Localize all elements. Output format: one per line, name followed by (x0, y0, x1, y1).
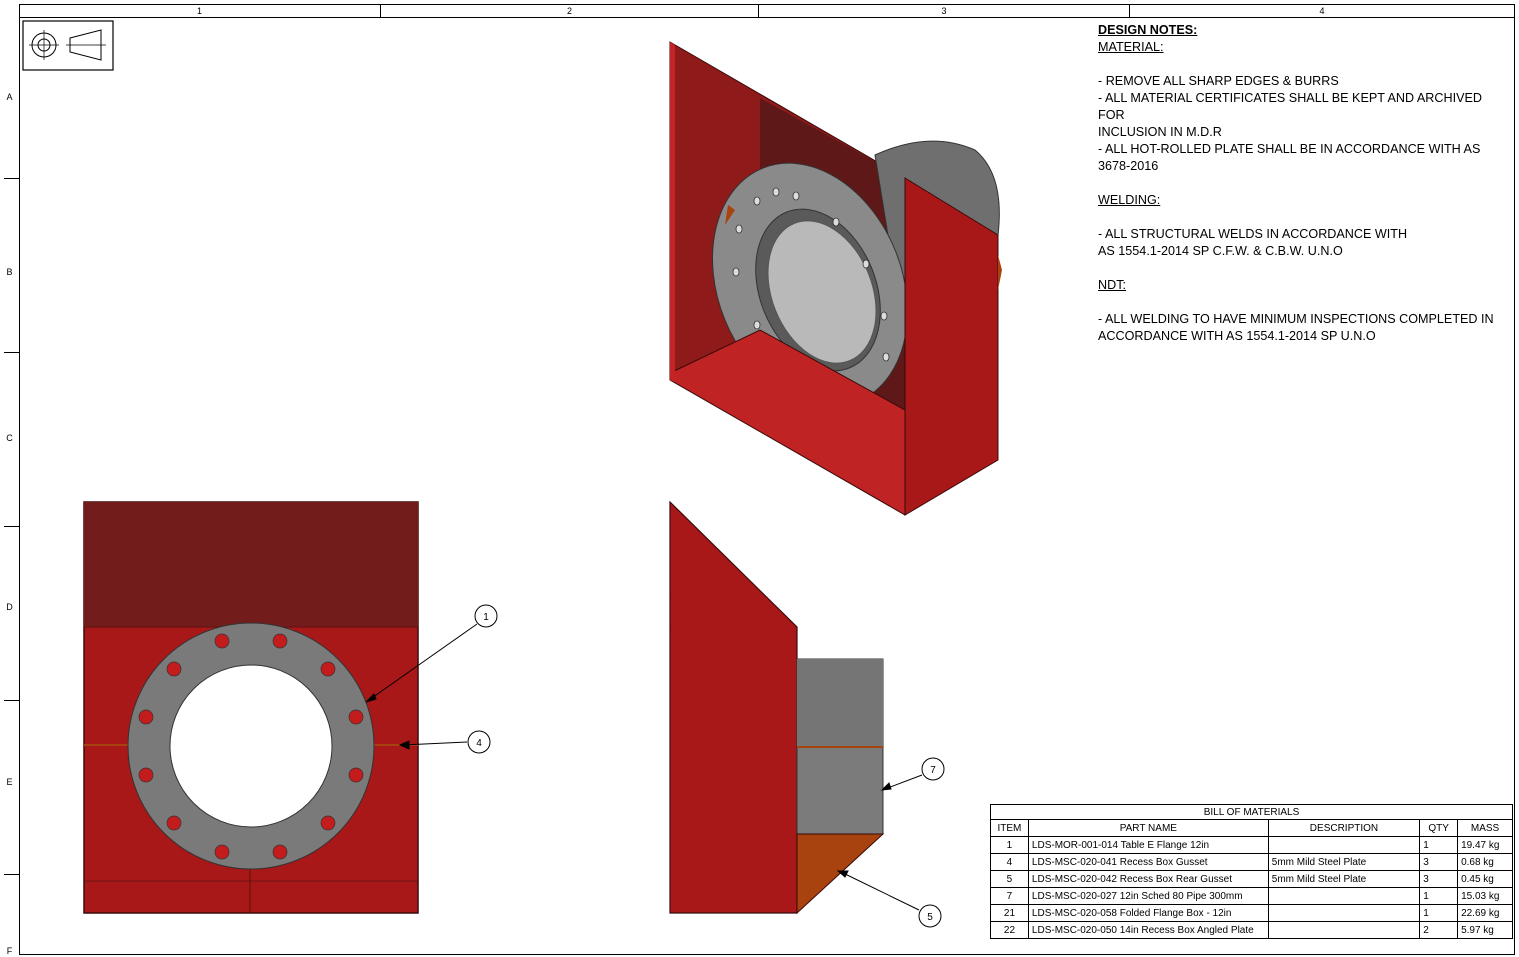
bom-header-item: ITEM (990, 819, 1029, 837)
balloon-5-label: 5 (927, 912, 933, 923)
zone-4: 4 (1130, 4, 1515, 18)
zone-2: 2 (381, 4, 759, 18)
balloon-5: 5 (918, 904, 942, 928)
welding-note: AS 1554.1-2014 SP C.F.W. & C.B.W. U.N.O (1098, 244, 1343, 258)
bom-item: 21 (990, 904, 1029, 922)
front-view (83, 501, 419, 914)
bom-item: 5 (990, 870, 1029, 888)
bom-part-name: LDS-MSC-020-050 14in Recess Box Angled P… (1027, 921, 1269, 939)
welding-note: - ALL STRUCTURAL WELDS IN ACCORDANCE WIT… (1098, 227, 1408, 241)
bom-qty: 1 (1419, 904, 1459, 922)
bom-item: 1 (990, 836, 1029, 854)
table-row: 21 LDS-MSC-020-058 Folded Flange Box - 1… (990, 904, 1513, 922)
bom-header-part-name: PART NAME (1027, 819, 1269, 837)
zone-b: B (6, 267, 13, 277)
table-row: 5 LDS-MSC-020-042 Recess Box Rear Gusset… (990, 870, 1513, 888)
table-row: 4 LDS-MSC-020-041 Recess Box Gusset 5mm … (990, 853, 1513, 871)
balloon-7-label: 7 (930, 765, 936, 776)
zone-f: F (6, 946, 13, 956)
balloon-4: 4 (467, 730, 491, 754)
balloon-7: 7 (921, 757, 945, 781)
welding-heading: WELDING: (1098, 193, 1161, 207)
zone-divider (4, 874, 19, 875)
bom-item: 22 (990, 921, 1029, 939)
isometric-view (669, 41, 1002, 516)
design-notes: DESIGN NOTES: MATERIAL: - REMOVE ALL SHA… (1098, 22, 1508, 345)
bom-qty: 1 (1419, 836, 1459, 854)
bill-of-materials: BILL OF MATERIALS ITEM PART NAME DESCRIP… (990, 804, 1513, 939)
balloon-4-label: 4 (476, 738, 482, 749)
zone-3: 3 (759, 4, 1130, 18)
zone-divider (4, 526, 19, 527)
bom-mass: 15.03 kg (1457, 887, 1513, 905)
side-view (669, 500, 885, 915)
bom-mass: 22.69 kg (1457, 904, 1513, 922)
table-row: 7 LDS-MSC-020-027 12in Sched 80 Pipe 300… (990, 887, 1513, 905)
ndt-note: - ALL WELDING TO HAVE MINIMUM INSPECTION… (1098, 312, 1494, 326)
bom-qty: 2 (1419, 921, 1459, 939)
drawing-frame (19, 4, 1515, 955)
bom-part-name: LDS-MSC-020-042 Recess Box Rear Gusset (1027, 870, 1269, 888)
balloon-1-label: 1 (483, 612, 489, 623)
bom-header-mass: MASS (1457, 819, 1513, 837)
zone-divider (4, 700, 19, 701)
bom-item: 4 (990, 853, 1029, 871)
zone-1: 1 (19, 4, 381, 18)
bom-part-name: LDS-MSC-020-027 12in Sched 80 Pipe 300mm (1027, 887, 1269, 905)
bom-description (1267, 904, 1421, 922)
bom-description (1267, 921, 1421, 939)
material-note: - REMOVE ALL SHARP EDGES & BURRS (1098, 74, 1339, 88)
bom-mass: 0.45 kg (1457, 870, 1513, 888)
design-notes-title: DESIGN NOTES: (1098, 23, 1198, 37)
bom-part-name: LDS-MOR-001-014 Table E Flange 12in (1027, 836, 1269, 854)
bom-part-name: LDS-MSC-020-058 Folded Flange Box - 12in (1027, 904, 1269, 922)
bom-description: 5mm Mild Steel Plate (1267, 853, 1421, 871)
bom-header-qty: QTY (1419, 819, 1459, 837)
zone-c: C (6, 433, 13, 443)
zone-a: A (6, 92, 13, 102)
bom-mass: 19.47 kg (1457, 836, 1513, 854)
bom-title: BILL OF MATERIALS (990, 804, 1513, 820)
bom-header-description: DESCRIPTION (1267, 819, 1421, 837)
bom-description (1267, 836, 1421, 854)
balloon-1: 1 (474, 604, 498, 628)
third-angle-projection-icon (22, 20, 114, 71)
zone-divider (4, 178, 19, 179)
zone-d: D (6, 602, 13, 612)
bom-part-name: LDS-MSC-020-041 Recess Box Gusset (1027, 853, 1269, 871)
bom-item: 7 (990, 887, 1029, 905)
zone-divider (4, 352, 19, 353)
zone-e: E (6, 777, 13, 787)
bom-mass: 0.68 kg (1457, 853, 1513, 871)
ndt-note: ACCORDANCE WITH AS 1554.1-2014 SP U.N.O (1098, 329, 1376, 343)
ndt-heading: NDT: (1098, 278, 1126, 292)
material-note: 3678-2016 (1098, 159, 1159, 173)
material-note: INCLUSION IN M.D.R (1098, 125, 1222, 139)
bom-qty: 1 (1419, 887, 1459, 905)
material-heading: MATERIAL: (1098, 40, 1164, 54)
bom-qty: 3 (1419, 870, 1459, 888)
bom-mass: 5.97 kg (1457, 921, 1513, 939)
bom-description (1267, 887, 1421, 905)
material-note: - ALL HOT-ROLLED PLATE SHALL BE IN ACCOR… (1098, 142, 1481, 156)
bom-description: 5mm Mild Steel Plate (1267, 870, 1421, 888)
bom-qty: 3 (1419, 853, 1459, 871)
material-note: - ALL MATERIAL CERTIFICATES SHALL BE KEP… (1098, 91, 1482, 122)
table-row: 22 LDS-MSC-020-050 14in Recess Box Angle… (990, 921, 1513, 939)
table-row: 1 LDS-MOR-001-014 Table E Flange 12in 1 … (990, 836, 1513, 854)
leader-lines (365, 623, 923, 911)
